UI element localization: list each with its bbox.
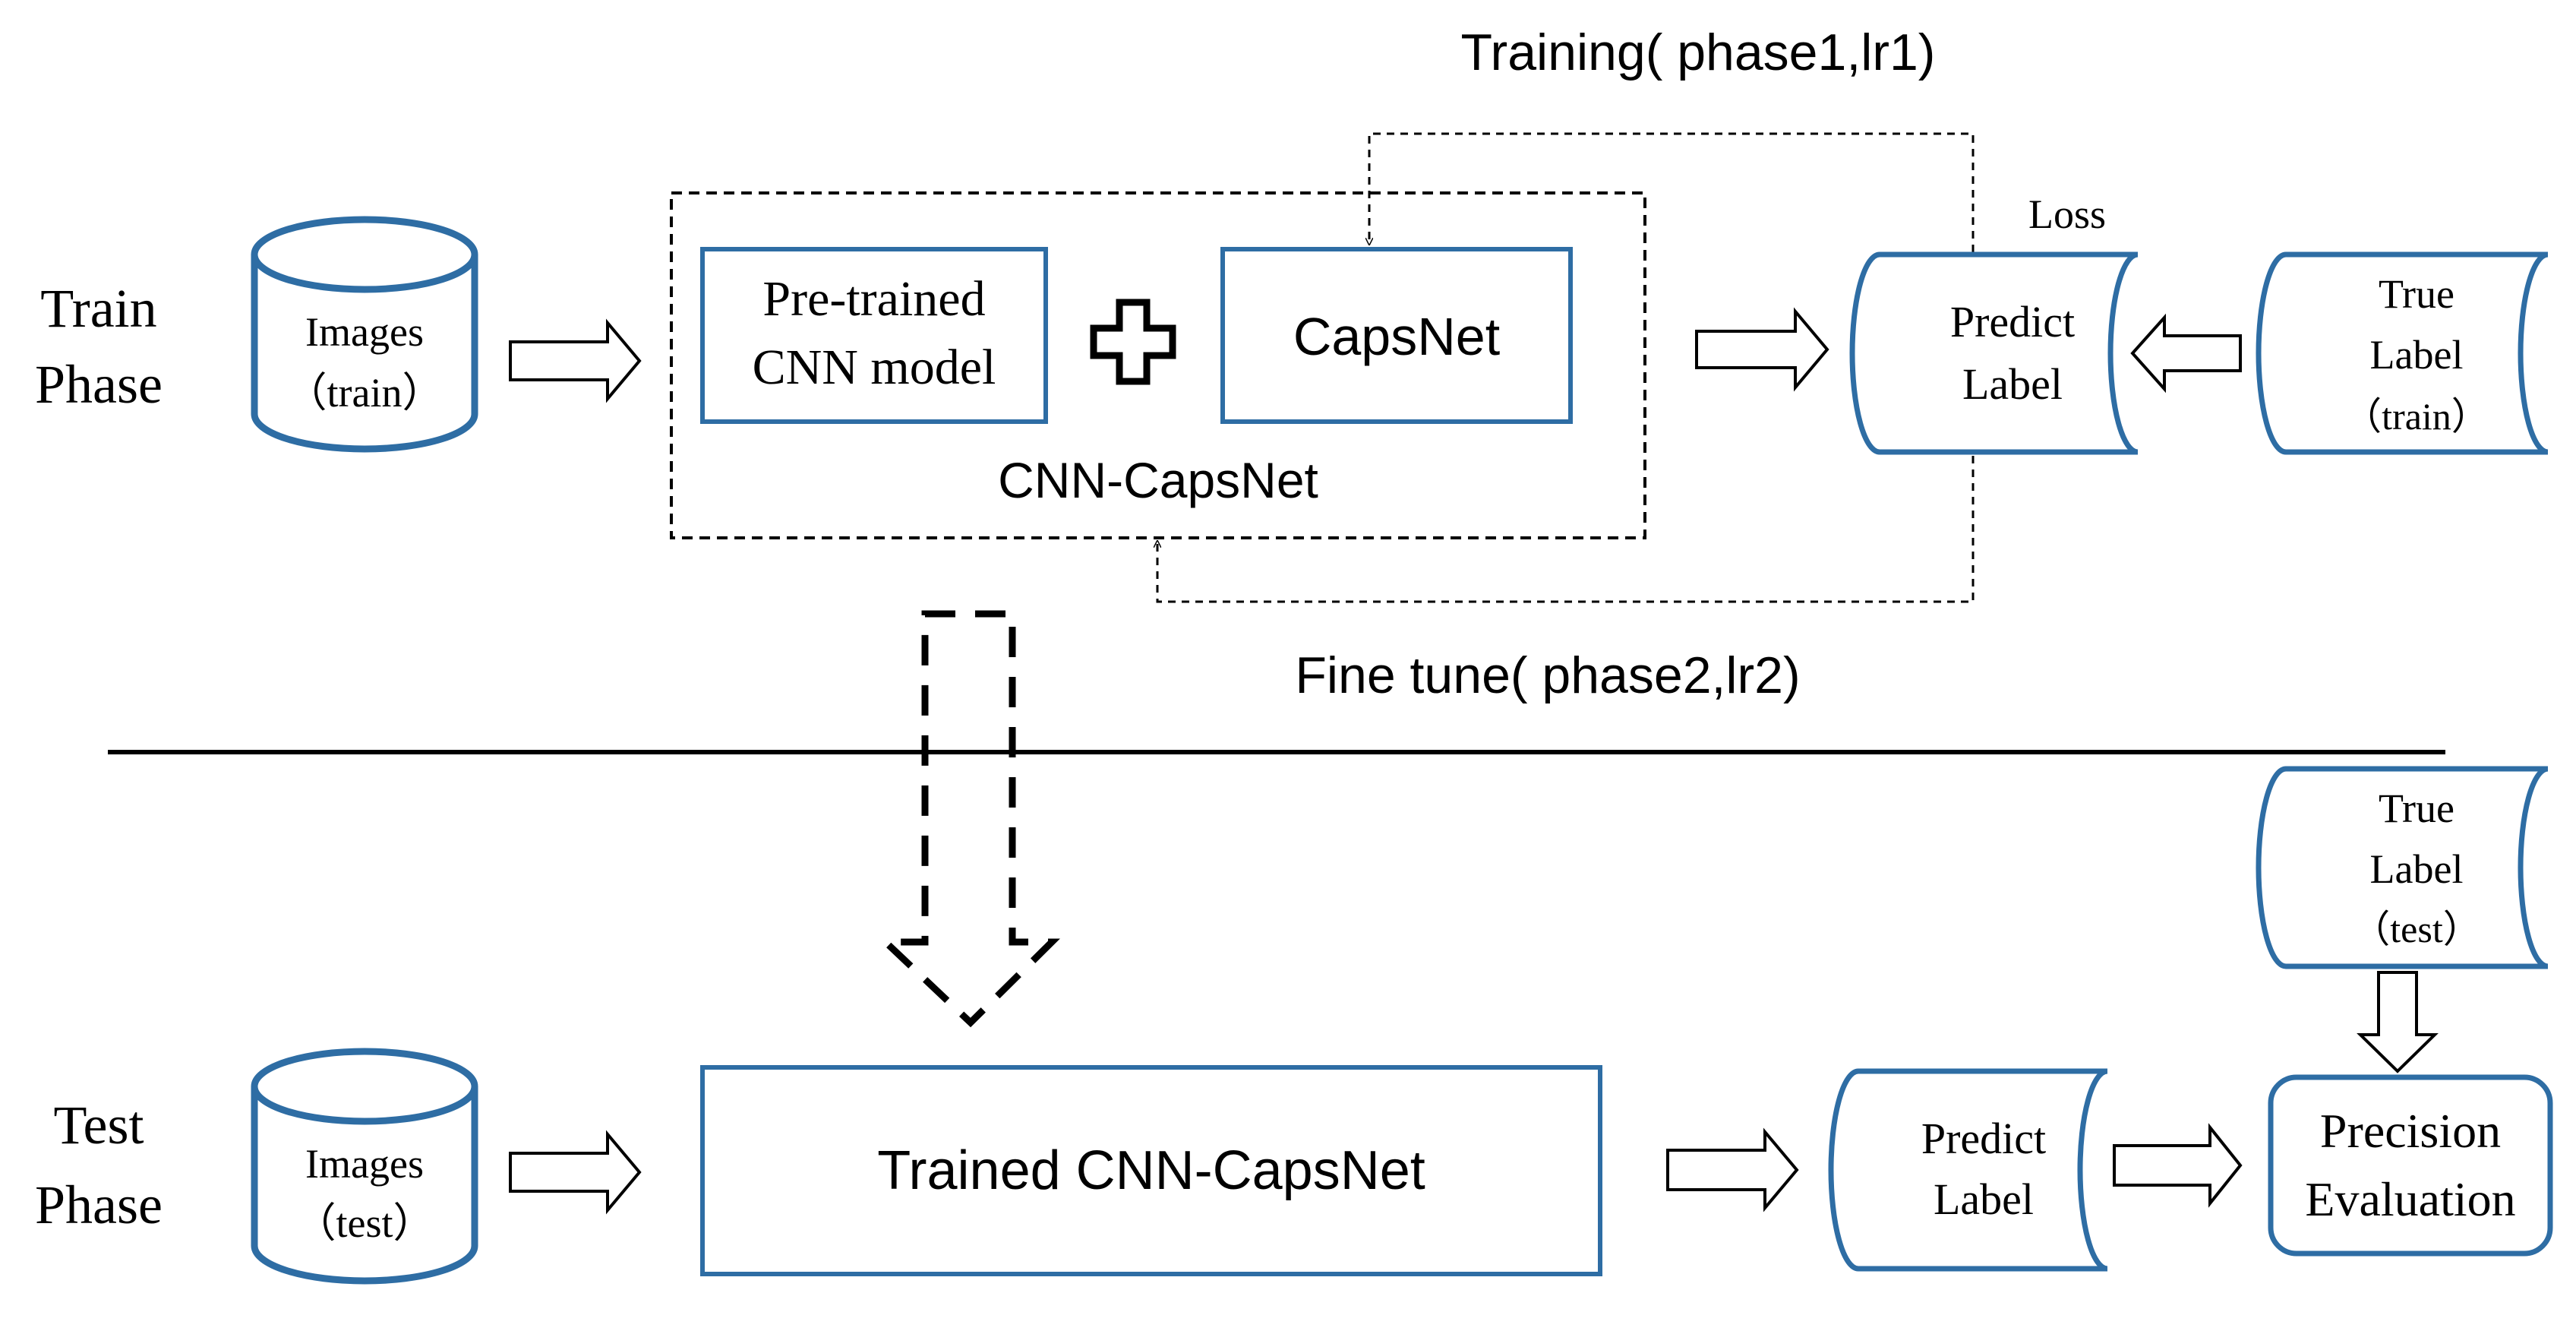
cnn-capsnet-group-border — [670, 191, 1646, 539]
arrow-predict-to-evaluation — [2113, 1123, 2243, 1208]
true-test-line2: Label — [2370, 846, 2464, 892]
images-train-line2: （train） — [286, 370, 444, 416]
arrow-model-to-predict — [1695, 307, 1829, 392]
true-train-line2: Label — [2370, 332, 2464, 378]
plus-icon — [1090, 299, 1176, 385]
predict-train-line2: Label — [1962, 359, 2063, 409]
capsnet-label: CapsNet — [1293, 307, 1500, 366]
evaluation-line2: Evaluation — [2305, 1172, 2515, 1226]
images-test-line1: Images — [305, 1141, 424, 1187]
finetune-label: Fine tune( phase2,lr2) — [1295, 647, 1800, 704]
predict-test-line1: Predict — [1921, 1114, 2046, 1163]
evaluation-line1: Precision — [2320, 1104, 2501, 1158]
true-test-line3: （test） — [2352, 908, 2480, 950]
images-test-cylinder: Images （test） — [251, 1048, 478, 1285]
transfer-down-arrow — [876, 610, 1060, 1028]
test-phase-label: Test Phase — [35, 1095, 163, 1235]
capsnet-box: CapsNet — [1220, 247, 1573, 424]
true-train-line3: （train） — [2344, 395, 2489, 438]
images-test-line2: （test） — [295, 1200, 434, 1246]
arrow-truetest-to-evaluation — [2357, 971, 2439, 1073]
precision-evaluation-box: Precision Evaluation — [2268, 1074, 2553, 1257]
trained-cnn-capsnet-box: Trained CNN-CapsNet — [700, 1065, 1602, 1276]
pretrained-line1: Pre-trained — [762, 271, 985, 327]
arrow-testimages-to-trained — [509, 1130, 642, 1215]
arrow-truelabel-to-predict — [2130, 313, 2242, 394]
predict-test-line2: Label — [1934, 1175, 2034, 1224]
images-train-line1: Images — [305, 309, 424, 355]
test-phase-label-line2: Phase — [35, 1175, 163, 1235]
predict-label-train-shape: Predict Label — [1849, 251, 2139, 455]
finetune-feedback-line — [1157, 456, 1975, 603]
trained-model-label: Trained CNN-CapsNet — [877, 1140, 1425, 1201]
true-label-train-shape: True Label （train） — [2256, 251, 2549, 455]
true-test-line1: True — [2379, 786, 2454, 831]
pretrained-cnn-box: Pre-trained CNN model — [700, 247, 1048, 424]
train-phase-label: Train Phase — [35, 278, 163, 415]
training-feedback-line — [1369, 132, 1975, 266]
predict-label-test-shape: Predict Label — [1828, 1068, 2108, 1272]
training-label: Training( phase1,lr1) — [1461, 24, 1936, 81]
loss-label: Loss — [2028, 191, 2106, 237]
predict-train-line1: Predict — [1950, 297, 2075, 346]
arrow-images-to-model — [509, 318, 642, 403]
true-train-line1: True — [2379, 271, 2454, 317]
cnn-capsnet-group-label: CNN-CapsNet — [998, 452, 1318, 508]
test-phase-label-line1: Test — [54, 1095, 144, 1156]
true-label-test-shape: True Label （test） — [2256, 766, 2549, 969]
train-phase-label-line1: Train — [40, 278, 156, 339]
arrow-trained-to-predict — [1666, 1127, 1799, 1212]
pretrained-line2: CNN model — [753, 340, 996, 395]
images-train-cylinder: Images （train） — [251, 216, 478, 453]
train-phase-label-line2: Phase — [35, 354, 163, 415]
